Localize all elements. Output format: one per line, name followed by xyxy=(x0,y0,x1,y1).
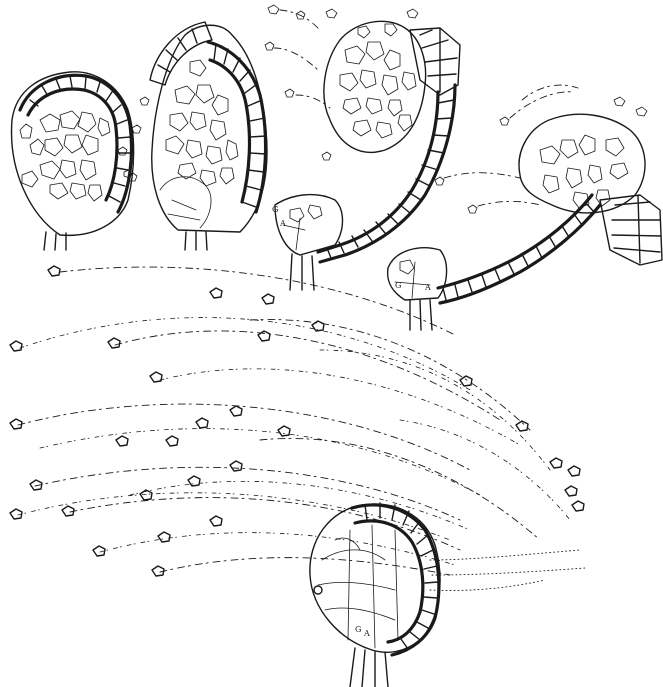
sporangium-stage-4: G A xyxy=(388,85,662,330)
sporangium-stage-3: G A xyxy=(265,5,460,290)
label-a-2: A xyxy=(424,283,431,292)
sporangium-stage-5: G A xyxy=(10,266,585,687)
label-g-3: G xyxy=(355,625,361,634)
sporangium-stage-1 xyxy=(12,72,134,250)
label-a: A xyxy=(279,219,286,228)
sporangium-stage-2 xyxy=(128,22,267,250)
label-g-2: G xyxy=(395,281,401,290)
label-a-3: A xyxy=(363,629,370,638)
label-g: G xyxy=(272,205,278,214)
